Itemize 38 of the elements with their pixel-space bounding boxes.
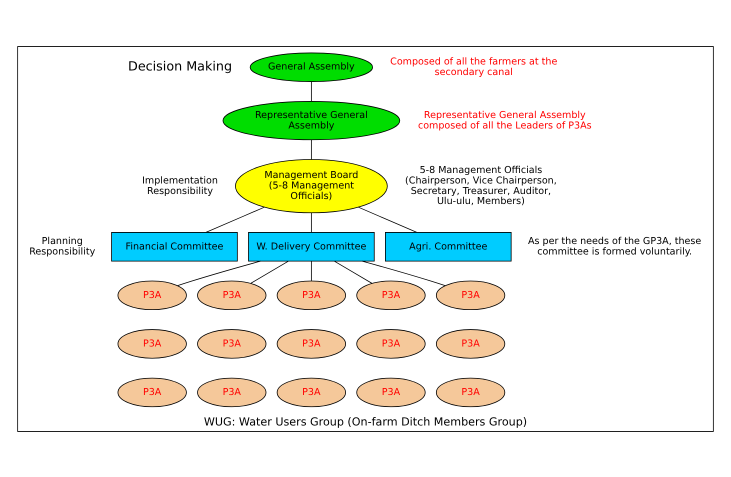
connector <box>177 260 262 286</box>
node-label: Composed of all the farmers at the secondary canal <box>390 56 558 78</box>
node-ellipse: Management Board (5-8 Management Officials) <box>235 158 388 213</box>
node-ellipse: P3A <box>436 377 506 407</box>
node-ellipse: P3A <box>276 328 346 358</box>
node-ellipse: P3A <box>197 377 266 407</box>
node-ellipse: P3A <box>356 280 426 310</box>
node-ellipse: P3A <box>197 280 266 310</box>
connector <box>310 260 312 281</box>
node-box: Agri. Committee <box>385 232 512 261</box>
node-box: W. Delivery Committee <box>248 232 375 261</box>
node-ellipse: P3A <box>356 328 426 358</box>
node-label: 5-8 Management Officials (Chairperson, Vice Chairperson, Secretary, Treasurer, Auditor, Ulu-ulu, Members) <box>405 164 557 207</box>
node-label: Representative General Assembly composed of all the Leaders of P3As <box>418 109 592 131</box>
node-ellipse: P3A <box>276 280 346 310</box>
label: Planning Responsibility <box>29 236 96 257</box>
node-ellipse: General Assembly <box>250 52 373 82</box>
node-ellipse: P3A <box>118 280 187 310</box>
node-box: Financial Committee <box>111 232 238 261</box>
connector <box>334 260 372 284</box>
node-ellipse: P3A <box>356 377 426 407</box>
connector <box>206 206 266 232</box>
node-ellipse: P3A <box>436 280 506 310</box>
node-ellipse: P3A <box>197 328 266 358</box>
node-ellipse: Representative General Assembly <box>222 100 400 140</box>
connector <box>310 139 312 160</box>
node-ellipse: P3A <box>118 328 187 358</box>
label: As per the needs of the GP3A, these committee is formed voluntarily. <box>528 236 702 257</box>
node-ellipse: P3A <box>118 377 187 407</box>
label: Implementation Responsibility <box>142 174 218 196</box>
node-ellipse: P3A <box>436 328 506 358</box>
node-ellipse: P3A <box>276 377 346 407</box>
connector <box>310 80 312 102</box>
connector <box>358 206 418 232</box>
label: Decision Making <box>128 58 232 74</box>
connector <box>310 212 312 232</box>
connector <box>250 260 289 284</box>
connector <box>362 260 446 286</box>
